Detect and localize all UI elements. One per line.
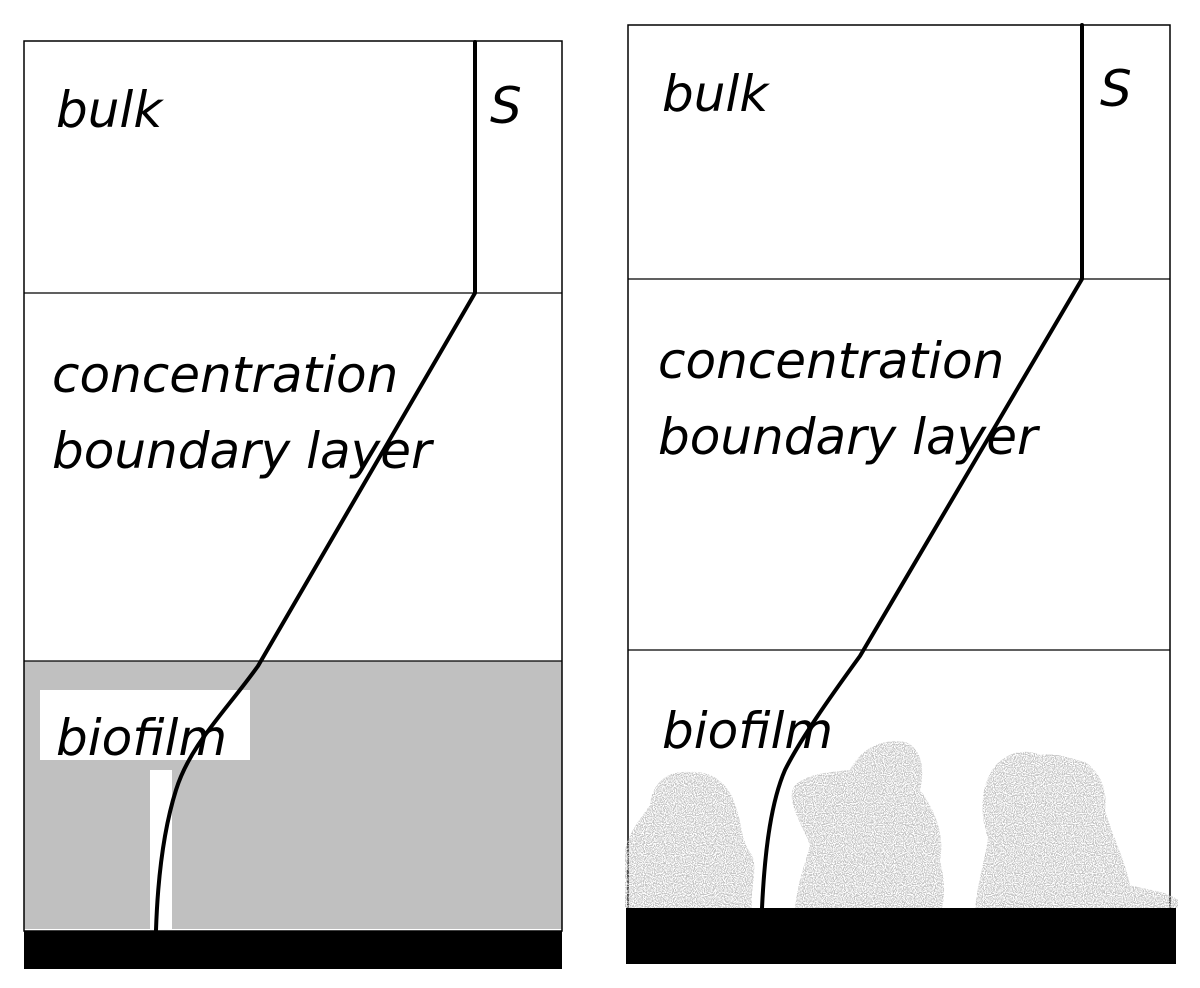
left-concentration-label: concentration: [52, 346, 398, 404]
right-bulk-label: bulk: [662, 65, 770, 123]
biofilm-cluster-1: [625, 771, 755, 908]
left-substratum: [24, 931, 562, 969]
right-substratum: [626, 908, 1176, 964]
left-bulk-label: bulk: [56, 81, 164, 139]
biofilm-cluster-3: [975, 751, 1178, 908]
right-panel: bulk concentration boundary layer biofil…: [625, 23, 1178, 964]
right-concentration-profile: [760, 23, 1084, 910]
biofilm-cluster-2: [791, 741, 945, 908]
right-variable-label: S: [1100, 60, 1132, 118]
left-panel: bulk concentration boundary layer biofil…: [23, 40, 563, 969]
right-biofilm-label: biofilm: [662, 702, 833, 760]
left-biofilm-label: biofilm: [56, 709, 227, 767]
left-boundary-layer-label: boundary layer: [52, 422, 435, 480]
right-boundary-layer-label: boundary layer: [658, 408, 1041, 466]
left-concentration-profile: [154, 40, 477, 932]
right-biofilm-clusters: [625, 741, 1178, 908]
left-variable-label: S: [490, 77, 522, 135]
right-concentration-label: concentration: [658, 332, 1004, 390]
